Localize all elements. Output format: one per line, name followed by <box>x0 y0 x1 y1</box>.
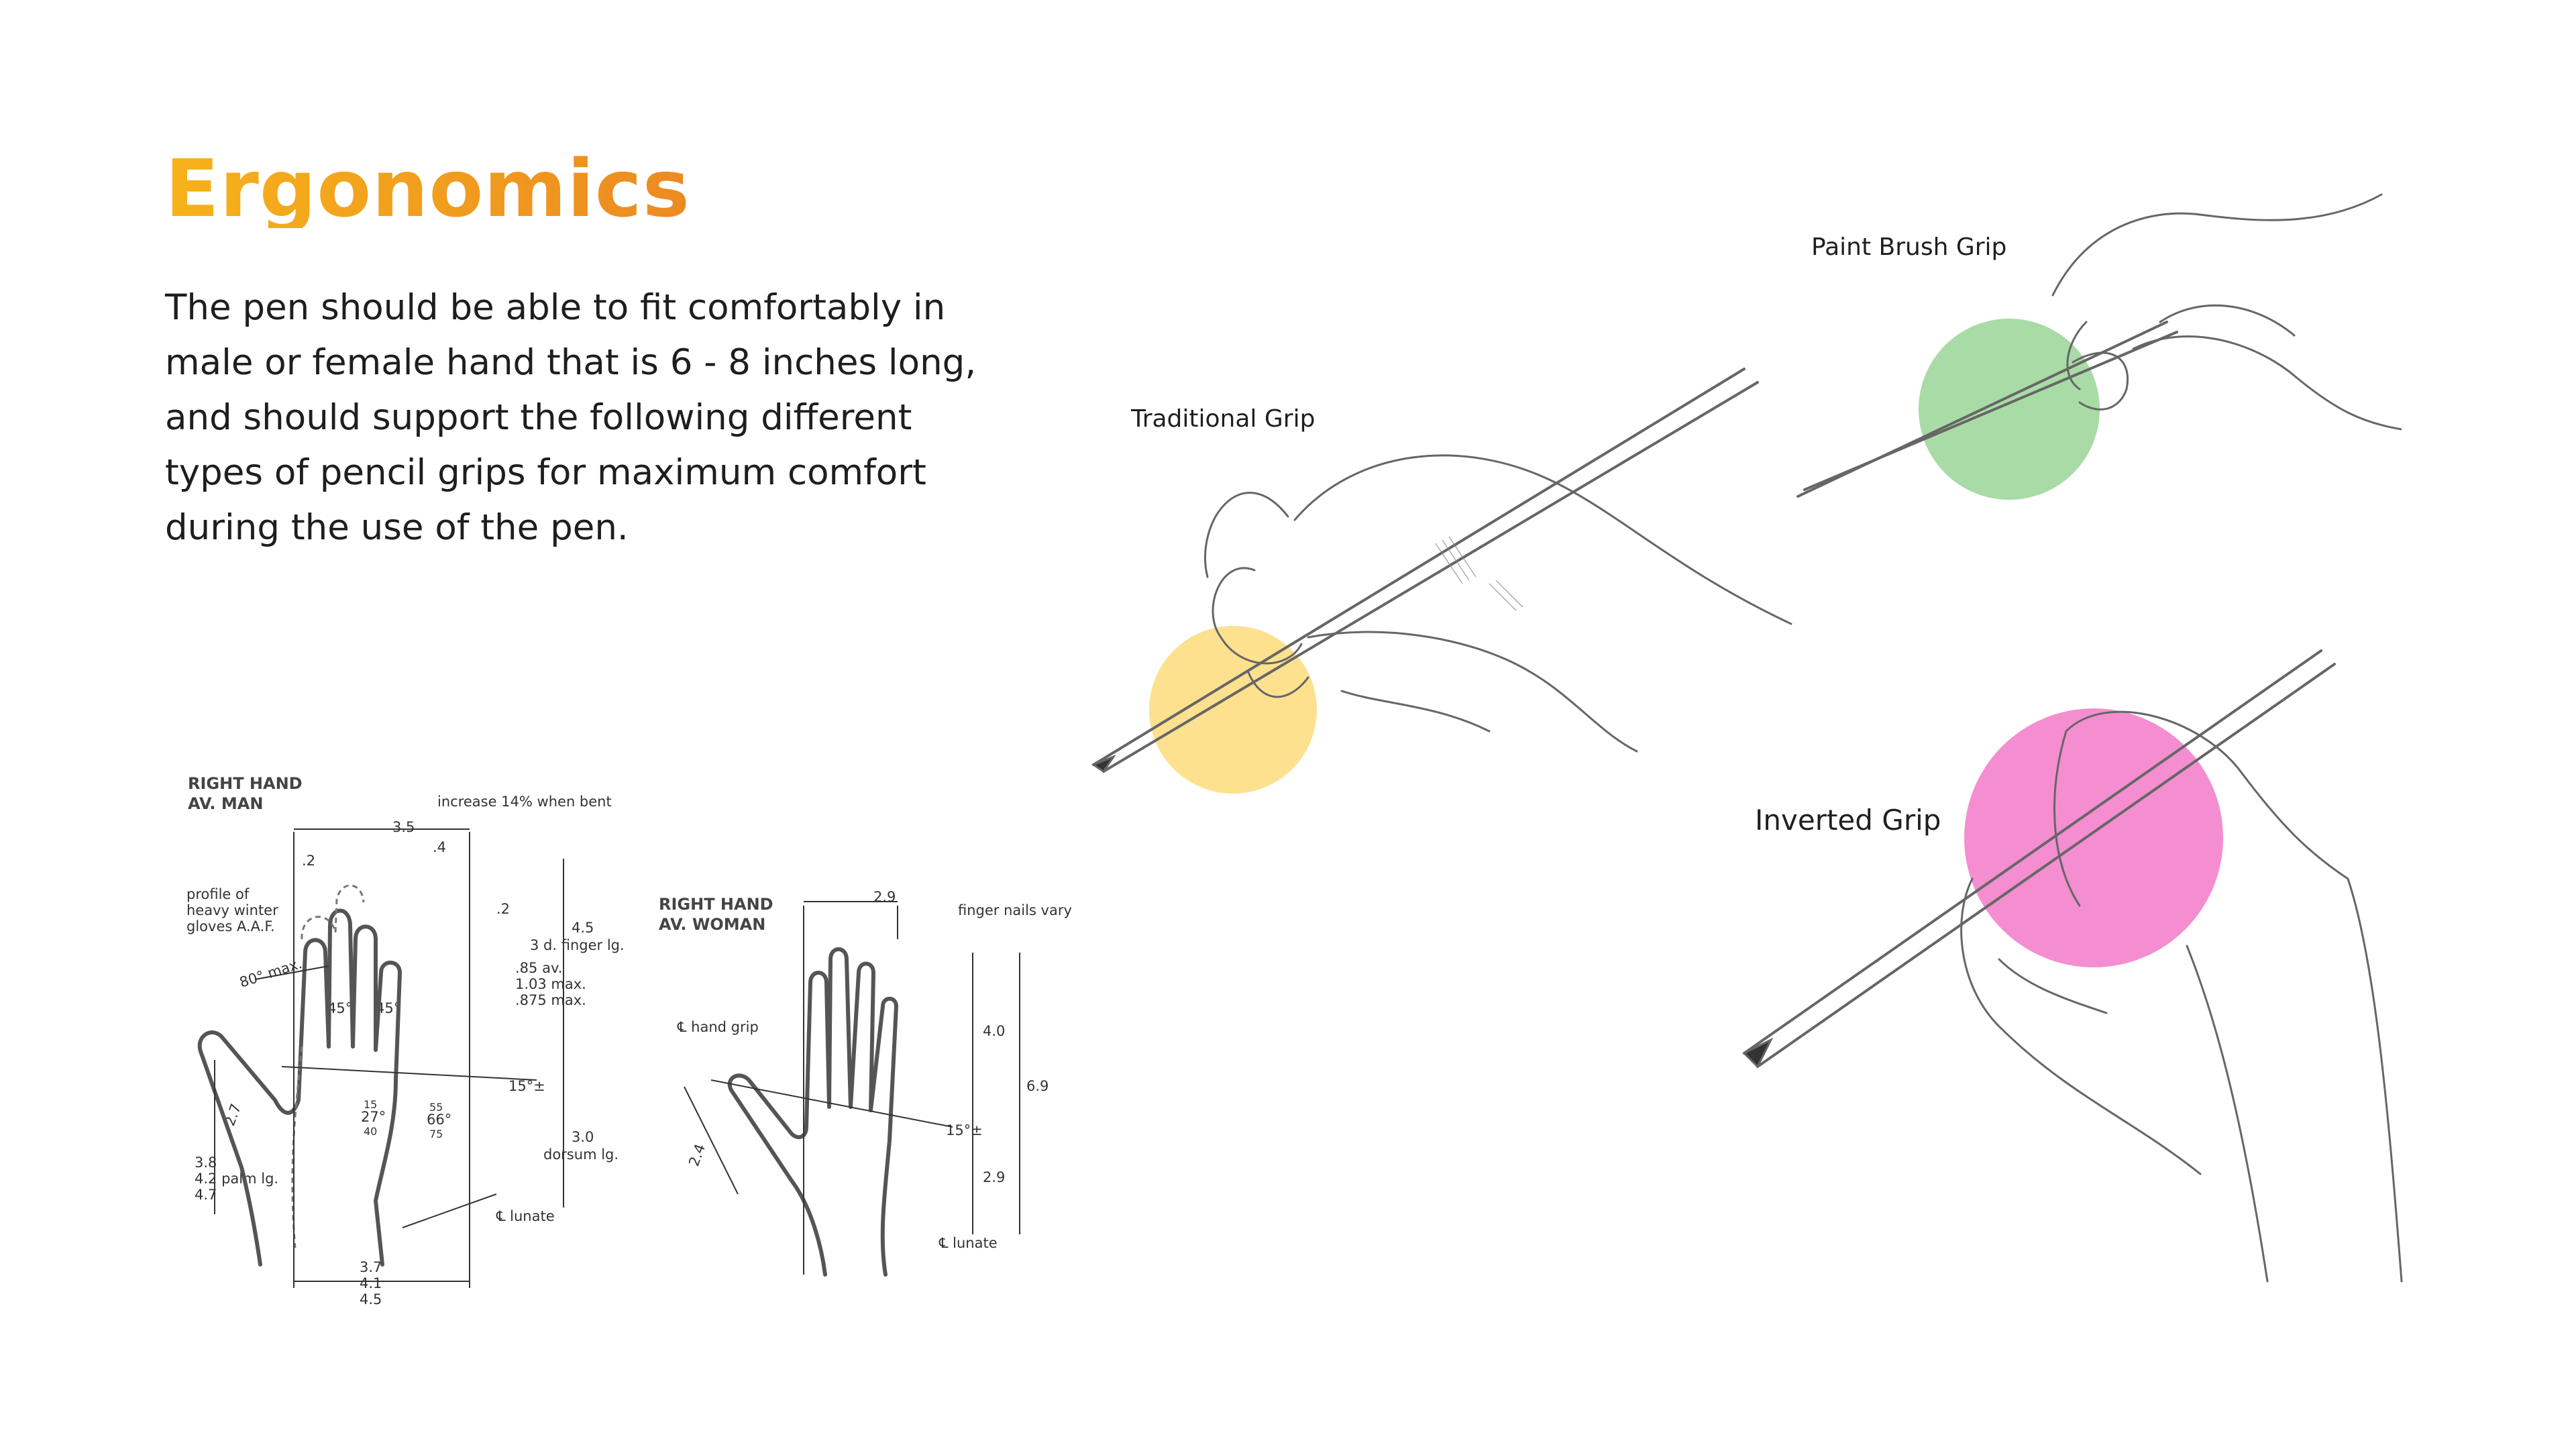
woman-heading-2: AV. WOMAN <box>659 915 765 934</box>
man-label-profile-1: profile of <box>186 886 250 902</box>
man-label-3-8: 3.8 <box>195 1155 217 1171</box>
woman-label-15: 15°± <box>946 1122 983 1138</box>
man-label-27: 27° <box>361 1109 386 1125</box>
woman-label-hand-grip: ℄ hand grip <box>677 1019 759 1035</box>
man-heading-2: AV. MAN <box>188 794 263 813</box>
man-label-3-0: 3.0 <box>572 1129 594 1145</box>
man-label-n55: 55 <box>429 1101 443 1114</box>
woman-label-lunate: ℄ lunate <box>938 1235 998 1251</box>
woman-dimension-lines <box>684 901 1020 1275</box>
inverted-grip-label: Inverted Grip <box>1755 804 1941 837</box>
woman-label-2-9: 2.9 <box>873 889 896 905</box>
man-label-profile-3: gloves A.A.F. <box>186 918 275 934</box>
man-label-n40: 40 <box>364 1125 377 1138</box>
man-label-dorsum: dorsum lg. <box>543 1146 619 1163</box>
man-label-4-5: 4.5 <box>572 920 594 936</box>
man-label-profile-2: heavy winter <box>186 902 278 918</box>
inverted-grip-highlight <box>1964 708 2223 967</box>
woman-label-4-0: 4.0 <box>983 1023 1005 1039</box>
woman-hand-outline <box>727 947 899 1277</box>
man-label-lunate: ℄ lunate <box>496 1208 555 1224</box>
man-label-palm: 4.2 palm lg. <box>195 1171 278 1187</box>
traditional-grip-label: Traditional Grip <box>1131 405 1316 433</box>
woman-label-nails: finger nails vary <box>958 902 1072 918</box>
woman-label-2-4: 2.4 <box>686 1142 708 1169</box>
man-label-2a: .2 <box>302 853 315 869</box>
man-label-increase: increase 14% when bent <box>437 794 612 810</box>
man-hand-outline <box>197 908 402 1267</box>
man-label-n75: 75 <box>429 1128 443 1140</box>
paint-brush-grip-illustration <box>1796 193 2402 498</box>
man-label-2b: .2 <box>496 901 510 917</box>
man-label-85: .85 av. <box>515 960 562 976</box>
man-label-15: 15°± <box>508 1078 545 1094</box>
man-label-875: .875 max. <box>515 992 586 1008</box>
man-dimension-lines <box>214 828 564 1288</box>
traditional-grip-highlight <box>1149 626 1317 794</box>
man-label-66: 66° <box>427 1112 451 1128</box>
man-label-n15: 15 <box>364 1098 377 1111</box>
man-label-103: 1.03 max. <box>515 976 586 992</box>
slide-body-text: The pen should be able to fit comfortabl… <box>165 287 977 548</box>
man-label-w41: 4.1 <box>360 1275 382 1291</box>
paint-brush-grip-label: Paint Brush Grip <box>1811 233 2007 261</box>
man-label-3-5: 3.5 <box>392 819 415 835</box>
man-label-4-7: 4.7 <box>195 1187 217 1203</box>
slide-title: Ergonomics <box>165 142 690 235</box>
man-label-w37: 3.7 <box>360 1259 382 1275</box>
man-hand-diagram: RIGHT HAND AV. MAN increase 14% when ben… <box>186 774 625 1307</box>
man-label-w45: 4.5 <box>360 1291 382 1307</box>
woman-label-2-9b: 2.9 <box>983 1169 1005 1185</box>
man-label-finger-lg: 3 d. finger lg. <box>530 937 625 953</box>
man-heading-1: RIGHT HAND <box>188 774 303 793</box>
inverted-grip-illustration <box>1742 649 2403 1283</box>
woman-hand-diagram: RIGHT HAND AV. WOMAN 2.9 finger nails va… <box>659 889 1072 1277</box>
traditional-grip-illustration <box>1091 368 1792 773</box>
woman-label-6-9: 6.9 <box>1026 1078 1049 1094</box>
man-label-45a: 45° <box>327 1000 352 1016</box>
man-label-4: .4 <box>433 839 446 855</box>
woman-heading-1: RIGHT HAND <box>659 895 773 914</box>
